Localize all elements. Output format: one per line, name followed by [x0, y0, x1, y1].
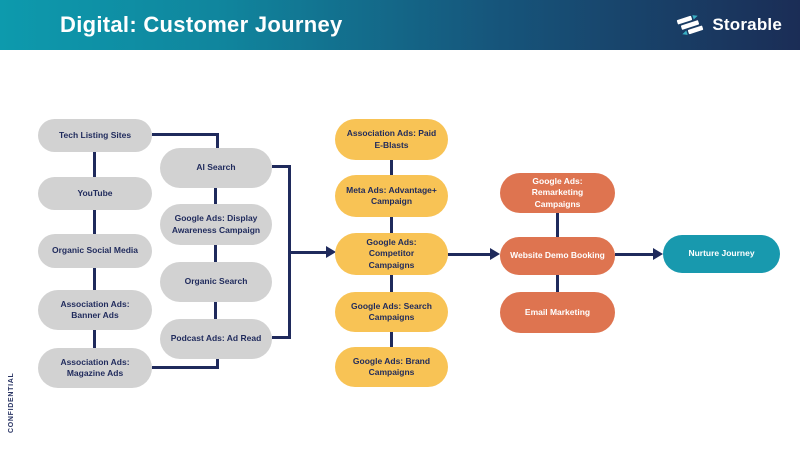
node-association-paid-eblasts: Association Ads: Paid E-Blasts	[335, 119, 448, 160]
confidential-label: CONFIDENTIAL	[8, 372, 15, 433]
node-tech-listing-sites: Tech Listing Sites	[38, 119, 152, 152]
node-association-banner-ads: Association Ads: Banner Ads	[38, 290, 152, 330]
storable-logo-icon	[675, 10, 705, 40]
node-website-demo-booking: Website Demo Booking	[500, 237, 615, 275]
node-label: Website Demo Booking	[510, 250, 605, 261]
arrowhead-icon	[490, 248, 500, 260]
node-label: YouTube	[77, 187, 113, 198]
node-label: Association Ads: Magazine Ads	[60, 356, 130, 378]
connector	[390, 332, 393, 347]
connector	[272, 165, 291, 168]
node-podcast-ads: Podcast Ads: Ad Read	[160, 319, 272, 359]
connector	[615, 253, 654, 256]
node-ai-search: AI Search	[160, 148, 272, 188]
node-label: Google Ads: Brand Campaigns	[352, 355, 431, 377]
connector	[390, 160, 393, 175]
node-meta-advantage-campaign: Meta Ads: Advantage+ Campaign	[335, 175, 448, 217]
page-title: Digital: Customer Journey	[60, 12, 343, 37]
node-label: Association Ads: Paid E-Blasts	[346, 128, 437, 150]
brand-logo: Storable	[675, 0, 782, 50]
node-label: Google Ads: Remarketing Campaigns	[531, 176, 584, 209]
connector	[93, 268, 96, 290]
connector	[390, 217, 393, 233]
node-label: Google Ads: Display Awareness Campaign	[171, 213, 261, 235]
connector	[93, 210, 96, 234]
node-label: Organic Search	[184, 276, 248, 287]
node-label: Organic Social Media	[52, 245, 138, 256]
connector	[214, 245, 217, 262]
node-youtube: YouTube	[38, 177, 152, 210]
arrowhead-icon	[653, 248, 663, 260]
node-label: Email Marketing	[524, 306, 591, 317]
connector	[556, 275, 559, 292]
connector	[288, 251, 327, 254]
node-label: Meta Ads: Advantage+ Campaign	[346, 184, 437, 206]
connector	[93, 152, 96, 177]
node-email-marketing: Email Marketing	[500, 292, 615, 333]
node-label: AI Search	[196, 162, 236, 173]
node-organic-search: Organic Search	[160, 262, 272, 302]
connector	[152, 133, 219, 136]
node-google-display-awareness: Google Ads: Display Awareness Campaign	[160, 204, 272, 245]
node-google-search-campaigns: Google Ads: Search Campaigns	[335, 292, 448, 332]
node-label: Association Ads: Banner Ads	[60, 298, 130, 320]
node-label: Google Ads: Search Campaigns	[351, 300, 432, 322]
connector	[214, 302, 217, 319]
header-bar: Digital: Customer Journey Storable	[0, 0, 800, 50]
connector	[272, 336, 291, 339]
node-google-competitor-campaigns: Google Ads: Competitor Campaigns	[335, 233, 448, 275]
node-google-brand-campaigns: Google Ads: Brand Campaigns	[335, 347, 448, 387]
connector	[216, 357, 219, 369]
node-association-magazine-ads: Association Ads: Magazine Ads	[38, 348, 152, 388]
node-label: Nurture Journey	[688, 248, 755, 259]
connector	[216, 133, 219, 148]
node-organic-social-media: Organic Social Media	[38, 234, 152, 268]
connector	[152, 366, 219, 369]
connector	[214, 188, 217, 204]
connector	[556, 213, 559, 237]
node-label: Tech Listing Sites	[58, 129, 132, 140]
brand-name: Storable	[712, 15, 782, 34]
node-label: Google Ads: Competitor Campaigns	[366, 237, 417, 270]
connector	[448, 253, 492, 256]
arrowhead-icon	[326, 246, 336, 258]
connector	[93, 330, 96, 348]
node-label: Podcast Ads: Ad Read	[170, 333, 262, 344]
node-google-remarketing-campaigns: Google Ads: Remarketing Campaigns	[500, 173, 615, 213]
node-nurture-journey: Nurture Journey	[663, 235, 780, 273]
connector	[390, 275, 393, 292]
